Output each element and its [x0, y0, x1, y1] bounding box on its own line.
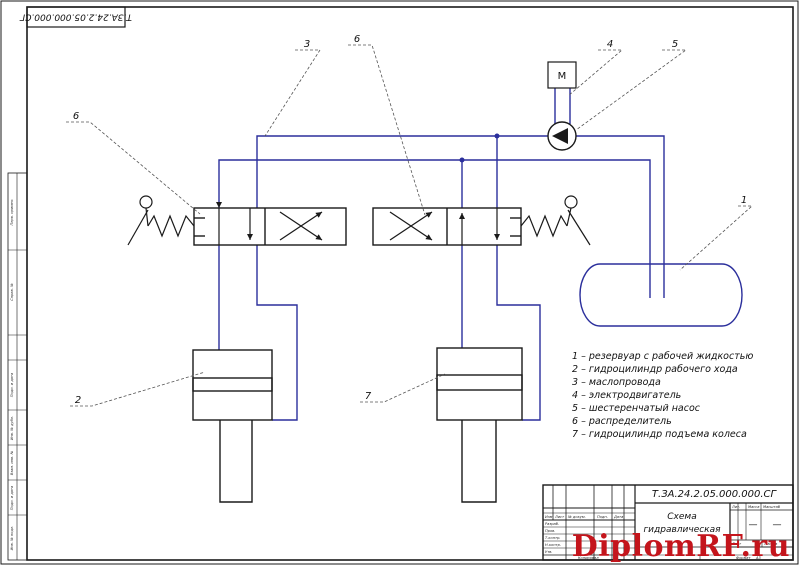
callout-6-left: 6 — [73, 111, 79, 122]
strip-label-sprav: Справ. № — [10, 283, 14, 301]
right-cyl-line-b — [496, 245, 541, 421]
cell-massa: Масса — [748, 505, 759, 509]
strip-label-inv-dubl: Инв. № дубл. — [10, 416, 14, 441]
side-strip: Перв. примен. Справ. № Подп. и дата Инв.… — [7, 172, 28, 561]
legend-item: 4 – электродвигатель — [572, 390, 681, 401]
cell-sheet-no: Лист — [731, 542, 742, 546]
drawing-code: Т.ЗА.24.2.05.000.000.СГ — [652, 489, 778, 500]
cell-kopiroval: Копировал — [578, 556, 599, 560]
cell-utv: Утв. — [545, 550, 553, 554]
cell-masshtab: Масштаб — [763, 505, 781, 509]
cell-massa-value: — — [749, 520, 758, 530]
cell-data: Дата — [613, 515, 623, 519]
strip-label-perv-primen: Перв. примен. — [10, 199, 14, 226]
reservoir — [579, 263, 743, 327]
pump-arrow-icon — [552, 128, 568, 144]
cell-prov: Пров. — [545, 529, 555, 533]
strip-label-podp-data-1: Подп. и дата — [10, 373, 14, 397]
cell-list: Лист — [554, 515, 565, 519]
distributor-right — [372, 195, 591, 246]
callout-7: 7 — [365, 391, 372, 402]
drawing-title-line1: Схема — [667, 512, 696, 522]
pressure-line-left — [256, 135, 548, 208]
cell-masshtab-value: — — [773, 520, 782, 530]
top-left-code-box: Т.ЗА.24.2.05.000.000.СГ — [19, 6, 132, 28]
legend-item: 1 – резервуар с рабочей жидкостью — [572, 351, 753, 362]
legend-item: 5 – шестеренчатый насос — [572, 403, 701, 414]
cell-izm: Изм — [545, 515, 553, 519]
cell-n-kontr: Н.контр. — [545, 543, 561, 547]
legend-item: 7 – гидроцилиндр подъема колеса — [572, 429, 747, 440]
watermark-logo: DiplomRF.ru — [571, 529, 790, 564]
cell-lit: Лит. — [731, 505, 740, 509]
callout-3: 3 — [304, 39, 310, 50]
gear-pump — [547, 121, 577, 151]
callout-6-mid: 6 — [354, 34, 360, 45]
electric-motor: М — [547, 61, 577, 89]
strip-label-inv-podl: Инв. № подл. — [10, 526, 14, 551]
cylinder-wheel-lift — [436, 347, 523, 503]
cell-razrab: Разраб. — [545, 522, 559, 526]
hydraulic-lines — [218, 88, 665, 421]
inner-frame — [26, 6, 794, 561]
legend-item: 2 – гидроцилиндр рабочего хода — [572, 364, 738, 375]
callout-1: 1 — [741, 195, 747, 206]
left-cyl-line-b — [256, 245, 298, 421]
callout-4: 4 — [607, 39, 613, 50]
motor-letter: М — [558, 71, 567, 82]
title-block: Т.ЗА.24.2.05.000.000.СГ Схема гидравличе… — [542, 484, 794, 561]
callout-leaders — [66, 44, 754, 407]
cell-t-kontr: Т.контр. — [545, 536, 561, 540]
drawing-title-line2: гидравлическая — [643, 525, 721, 535]
cell-format-value: А3 — [755, 556, 761, 560]
cylinder-working-stroke — [192, 349, 273, 503]
callout-2: 2 — [75, 395, 81, 406]
junction-dot — [494, 133, 500, 139]
distributor-left — [127, 195, 347, 246]
return-line — [218, 159, 651, 298]
cell-podp: Подп. — [597, 515, 608, 519]
callout-numbers: 1 2 3 4 5 6 6 7 — [73, 34, 747, 406]
cell-format: Формат — [736, 556, 751, 560]
strip-label-podp-data-2: Подп. и дата — [10, 486, 14, 510]
cell-n-dokum: № докум. — [567, 515, 586, 519]
callout-5: 5 — [672, 39, 678, 50]
legend-item: 6 – распределитель — [572, 416, 672, 427]
legend-item: 3 – маслопровода — [572, 377, 661, 388]
cell-sheets: Листов — [763, 542, 777, 546]
strip-label-vzam-inv: Взам. инв. № — [10, 451, 14, 476]
top-left-code: Т.ЗА.24.2.05.000.000.СГ — [19, 12, 132, 22]
pump-suction-line — [576, 135, 665, 298]
legend: 1 – резервуар с рабочей жидкостью 2 – ги… — [572, 351, 753, 440]
